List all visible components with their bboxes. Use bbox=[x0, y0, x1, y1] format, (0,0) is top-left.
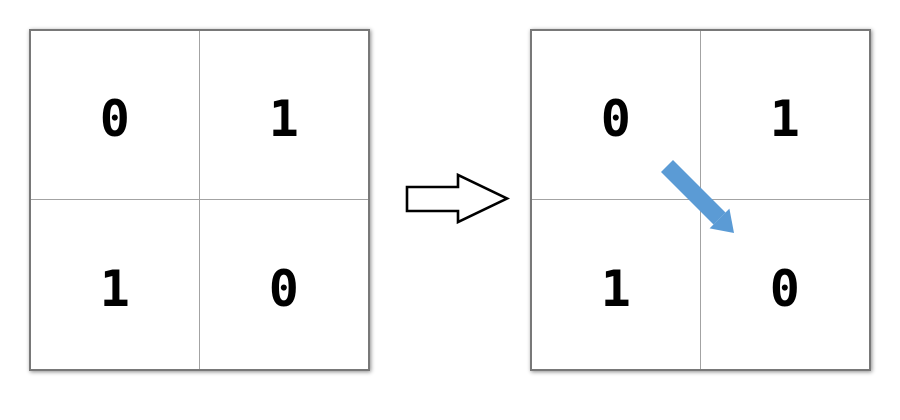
grid-cell-top-right: 1 bbox=[700, 31, 869, 200]
grid-cell-top-left: 0 bbox=[31, 31, 200, 200]
matrix-grid-right: 0 1 1 0 bbox=[530, 29, 871, 371]
grid-cell-bottom-right: 0 bbox=[200, 200, 369, 369]
grid-cell-bottom-left: 1 bbox=[31, 200, 200, 369]
cell-value: 0 bbox=[268, 259, 299, 318]
grid-cell-top-left: 0 bbox=[532, 31, 701, 200]
grid-cell-bottom-right: 0 bbox=[701, 200, 870, 369]
matrix-grid-left: 0 1 1 0 bbox=[29, 29, 370, 371]
cell-value: 0 bbox=[769, 259, 800, 318]
cell-value: 0 bbox=[600, 90, 631, 148]
cell-value: 1 bbox=[268, 90, 299, 148]
cell-value: 1 bbox=[769, 90, 800, 148]
cell-value: 1 bbox=[99, 259, 130, 318]
cell-value: 0 bbox=[99, 90, 130, 148]
cell-value: 1 bbox=[600, 259, 631, 318]
grid-cell-bottom-left: 1 bbox=[532, 200, 701, 369]
grid-cell-top-right: 1 bbox=[199, 31, 368, 200]
block-arrow-right-icon bbox=[405, 172, 511, 225]
